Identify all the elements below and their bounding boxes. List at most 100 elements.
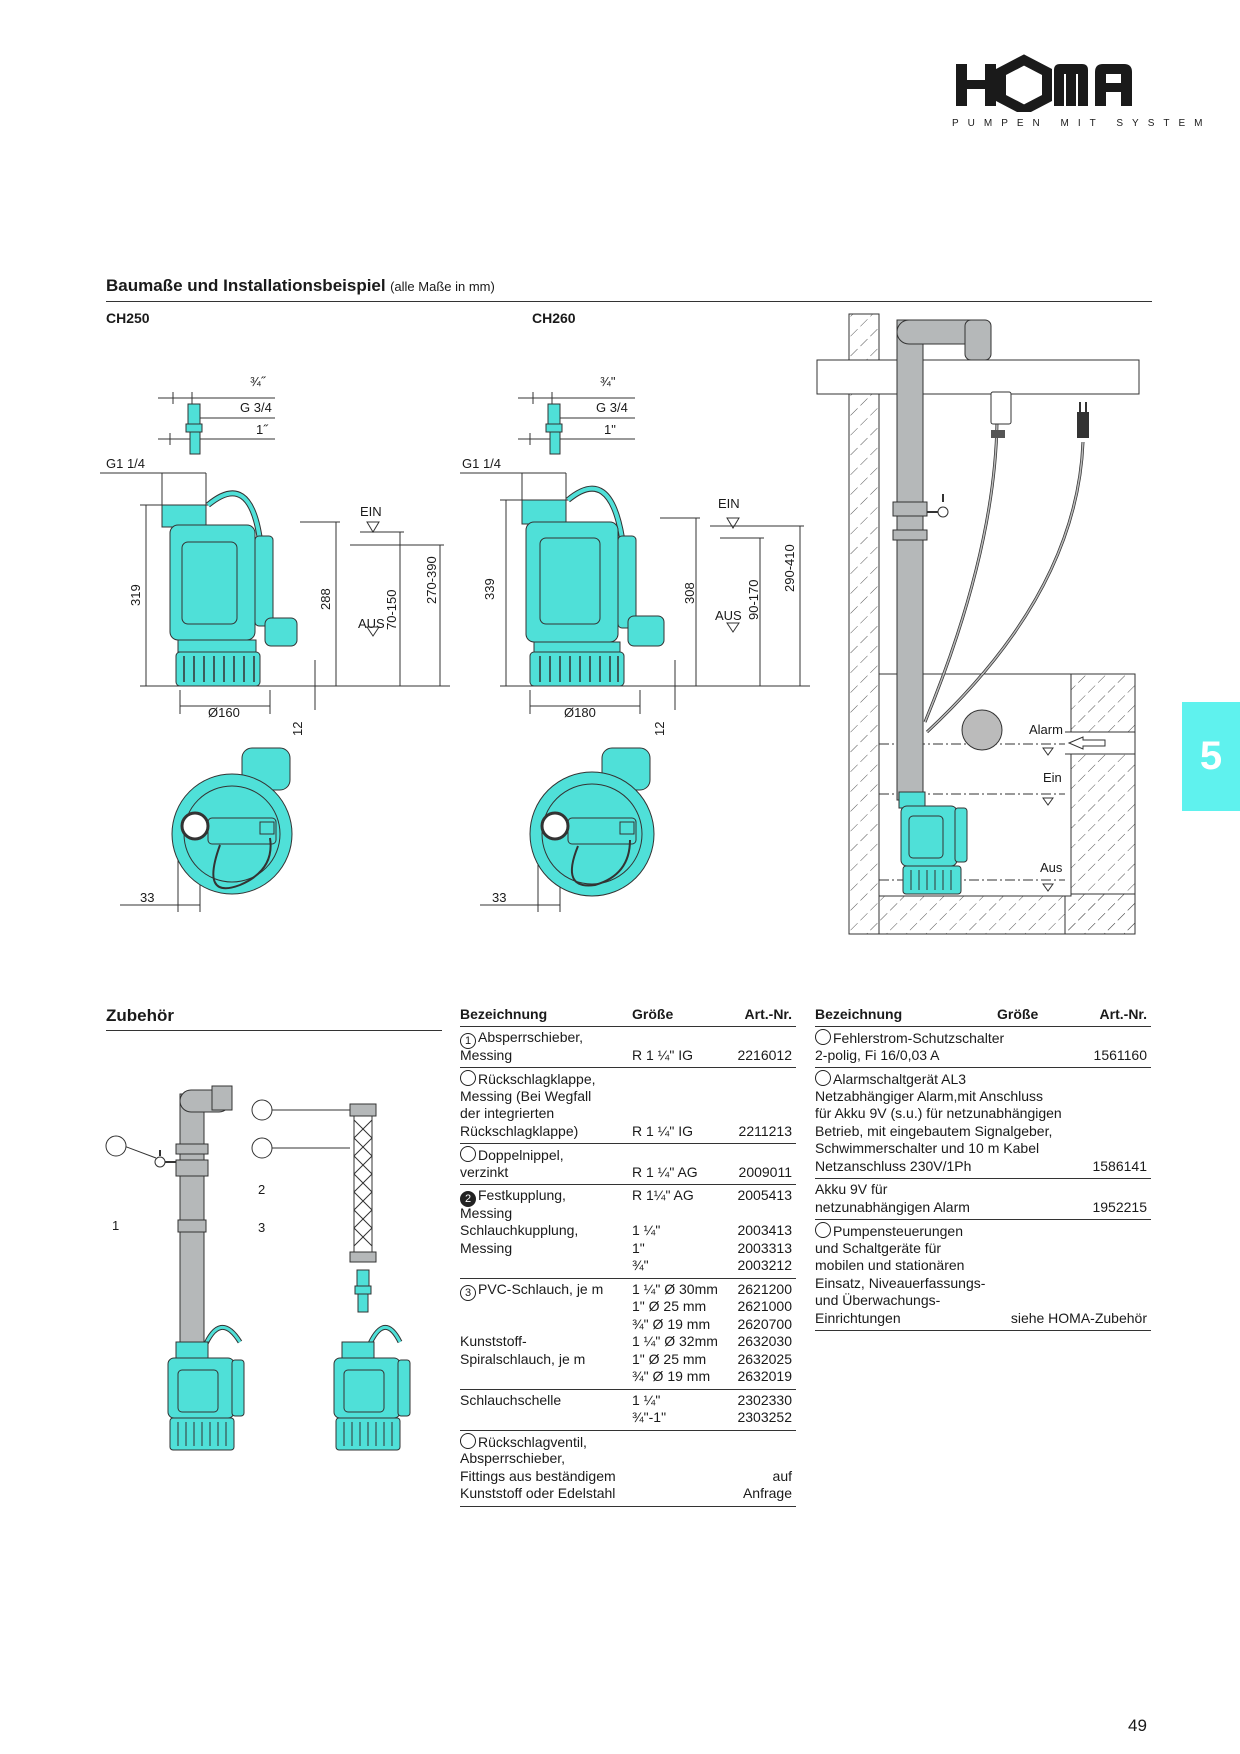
- cell-name: der integrierten: [460, 1105, 554, 1123]
- drawing-ch250: ¾˝ G 3/4 1˝ G1 1/4 EIN AUS 319 288 70-15…: [100, 360, 480, 920]
- cell-size: 1" Ø 25 mm: [632, 1350, 707, 1367]
- dim-body: 308: [682, 582, 697, 604]
- cell-size: 1" Ø 25 mm: [632, 1298, 707, 1314]
- dim-offset: 33: [492, 890, 507, 905]
- dim-base: 12: [652, 721, 667, 736]
- cell-name-text: verzinkt: [460, 1163, 509, 1180]
- dim-offset: 33: [140, 890, 155, 905]
- cell-name-text: Festkupplung,: [478, 1187, 566, 1203]
- level-aus: AUS: [715, 608, 742, 623]
- cell-name: Spiralschlauch, je m: [460, 1351, 585, 1369]
- table-row: Betrieb, mit eingebautem Signalgeber,: [815, 1123, 1151, 1141]
- cell-name-text: Betrieb, mit eingebautem Signalgeber,: [815, 1122, 1053, 1139]
- level-aus: AUS: [358, 616, 385, 631]
- cell-name-text: Alarmschaltgerät AL3: [833, 1071, 967, 1087]
- table-row: Netzabhängiger Alarm,mit Anschluss: [815, 1088, 1151, 1106]
- col-header-name: Bezeichnung: [815, 1006, 903, 1022]
- dim-diameter: Ø160: [208, 705, 240, 720]
- table-row: Doppelnippel,: [460, 1146, 796, 1164]
- table-row: Schlauchkupplung,1 ¼"2003413: [460, 1222, 796, 1240]
- cell-name-text: und Schaltgeräte für: [815, 1239, 942, 1256]
- cell-name: Schwimmerschalter und 10 m Kabel: [815, 1140, 1039, 1158]
- item-number-icon: 1: [460, 1033, 476, 1049]
- cell-name: Messing: [460, 1205, 512, 1223]
- cell-name: Rückschlagklappe,: [460, 1070, 596, 1089]
- dim-diameter: Ø180: [564, 705, 596, 720]
- table-row: und Überwachungs-: [815, 1292, 1151, 1310]
- cell-size: R 1 ¼" IG: [632, 1122, 693, 1139]
- drawing-ch260: ¾" G 3/4 1" G1 1/4 EIN AUS 339 308 90-17…: [460, 360, 840, 920]
- cell-name-text: netzunabhängigen Alarm: [815, 1198, 970, 1215]
- item-number-icon: [460, 1070, 476, 1086]
- dim-range-aus: 90-170: [746, 579, 761, 620]
- item-marker-icon: [815, 1029, 831, 1045]
- fitting-size-c: 1": [604, 422, 616, 437]
- table-row: für Akku 9V (s.u.) für netzunabhängigen: [815, 1105, 1151, 1123]
- dim-base: 12: [290, 721, 305, 736]
- cell-name: Rückschlagklappe): [460, 1123, 578, 1141]
- table-row: ¾"-1"2303252: [460, 1409, 796, 1427]
- cell-name: und Schaltgeräte für: [815, 1240, 941, 1258]
- cell-name-text: Absperrschieber,: [460, 1450, 566, 1466]
- table-row: Schwimmerschalter und 10 m Kabel: [815, 1140, 1151, 1158]
- cell-name-text: Fittings aus beständigem: [460, 1467, 616, 1484]
- fitting-size-c: 1˝: [256, 422, 268, 437]
- cell-size: ¾": [632, 1257, 649, 1273]
- cell-name: Einrichtungen: [815, 1310, 901, 1328]
- cell-size: R 1¼" AG: [632, 1187, 694, 1203]
- table-header: Bezeichnung Größe Art.-Nr.: [815, 1006, 1151, 1026]
- model-label-ch250: CH250: [106, 310, 150, 326]
- cell-art: 2009011: [738, 1163, 792, 1180]
- cell-size: R 1 ¼" IG: [632, 1046, 693, 1063]
- cell-name-text: Rückschlagklappe): [460, 1122, 579, 1139]
- table-row: mobilen und stationären: [815, 1257, 1151, 1275]
- cell-name-text: Schwimmerschalter und 10 m Kabel: [815, 1140, 1040, 1156]
- cell-name-text: Messing: [460, 1204, 513, 1221]
- cell-name-text: Schlauchkupplung,: [460, 1222, 579, 1238]
- cell-art: 2003313: [737, 1239, 792, 1256]
- dim-height: 339: [482, 578, 497, 600]
- installation-example-svg: [816, 313, 1140, 935]
- brand-tagline: PUMPEN MIT SYSTEM: [952, 118, 1212, 129]
- cell-name: Fehlerstrom-Schutzschalter: [815, 1029, 1004, 1048]
- section-heading-dimensions: Baumaße und Installationsbeispiel (alle …: [106, 276, 495, 296]
- cell-art: 2211213: [738, 1122, 792, 1139]
- cell-name: 2-polig, Fi 16/0,03 A: [815, 1047, 940, 1065]
- cell-name: Absperrschieber,: [460, 1450, 565, 1468]
- cell-name: netzunabhängigen Alarm: [815, 1199, 970, 1217]
- outlet-size: G1 1/4: [462, 456, 502, 471]
- accessories-svg: [105, 1085, 411, 1451]
- cell-name-text: 2-polig, Fi 16/0,03 A: [815, 1046, 940, 1063]
- cell-art: 2216012: [737, 1046, 792, 1063]
- cell-name: Messing (Bei Wegfall: [460, 1088, 591, 1106]
- table-row: Pumpensteuerungen: [815, 1222, 1151, 1240]
- cell-name-text: Messing (Bei Wegfall: [460, 1087, 592, 1104]
- cell-art: 2632019: [737, 1368, 792, 1384]
- table-row: Rückschlagklappe) R 1 ¼" IG 2211213: [460, 1123, 796, 1141]
- ch250-dimension-drawing: [100, 392, 450, 912]
- level-aus: Aus: [1040, 860, 1063, 875]
- item-number-icon: 2: [460, 1191, 476, 1207]
- table-header: Bezeichnung Größe Art.-Nr.: [460, 1006, 796, 1026]
- item-number-icon: 3: [460, 1284, 476, 1301]
